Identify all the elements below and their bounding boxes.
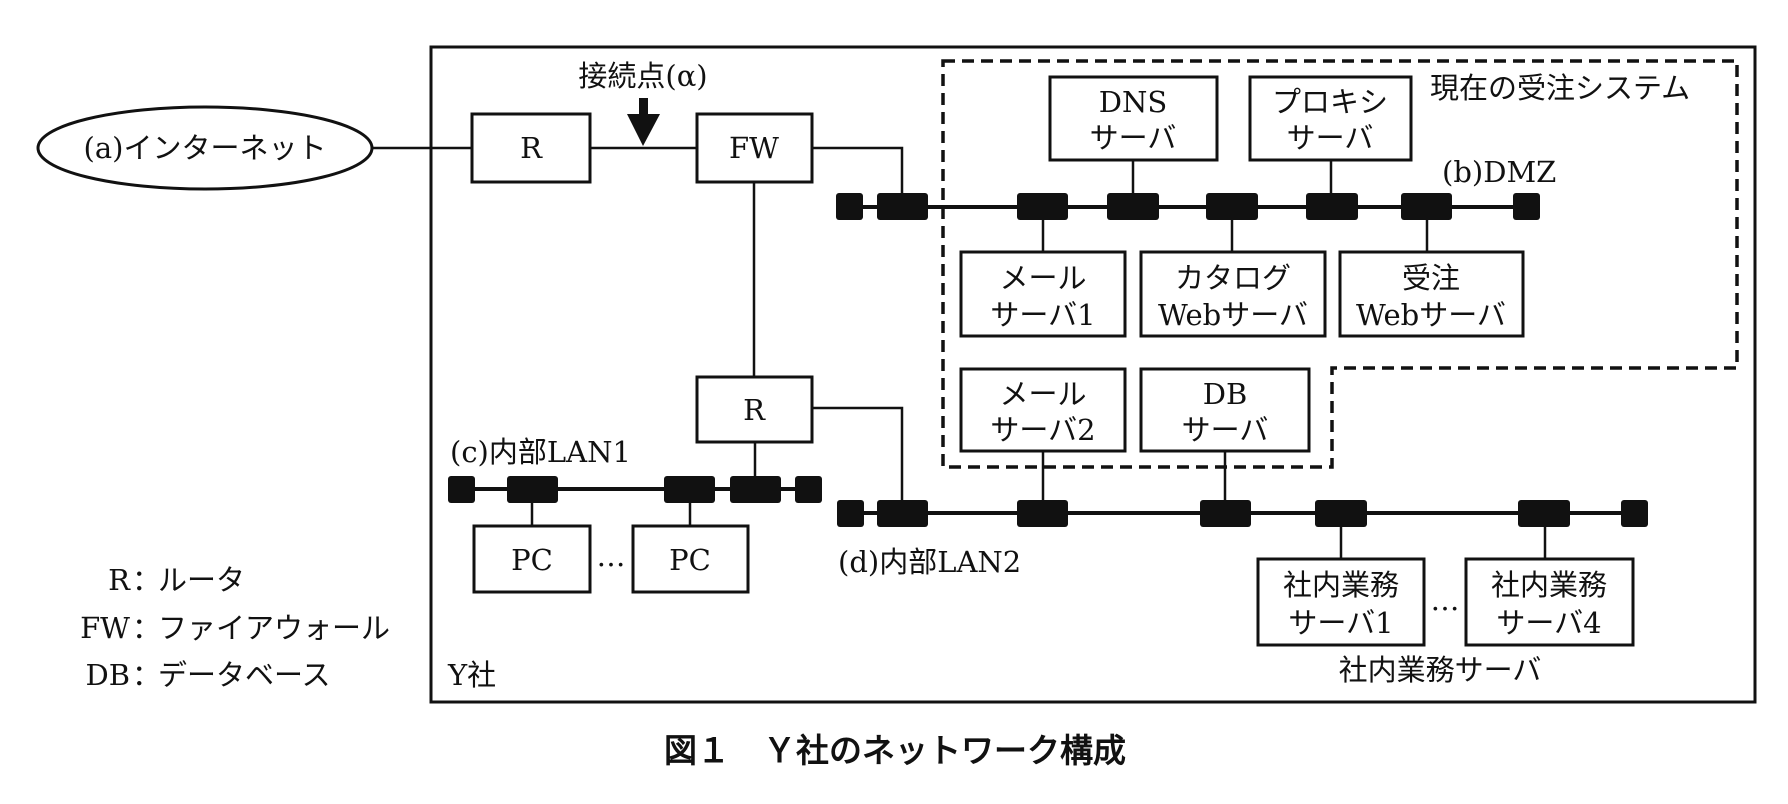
router-top [470,112,592,184]
mail-server-2-line2: サーバ2 [990,413,1095,447]
business-servers-group-label: 社内業務サーバ [1339,653,1542,687]
legend-abbr-fw: FW [80,611,130,645]
legend-sep-db: ： [132,658,161,692]
company-frame [429,45,1757,704]
firewall [695,112,814,184]
catalog-web-server-line1: カタログ [1175,261,1291,295]
order-web-server [1338,250,1525,338]
mail-server-1-line1: メール [999,261,1086,295]
mail-server-1 [959,250,1127,338]
dmz-port-catalog [1206,193,1258,220]
current-order-system-label: 現在の受注システム [1430,71,1690,105]
dmz-label: (b)DMZ [1442,155,1556,189]
catalog-web-server-line2: Webサーバ [1158,298,1308,332]
internet-label: (a)インターネット [84,131,327,165]
router-top-label: R [520,131,543,165]
legend-sep-r: ： [132,563,161,597]
lan1-terminator-right [795,476,822,503]
business-server-4-line2: サーバ4 [1496,606,1601,640]
mail-server-2-line1: メール [999,377,1086,411]
firewall-to-dmz-link [812,146,904,193]
dns-server-line1: DNS [1099,85,1168,119]
dns-server [1048,75,1219,162]
dmz-port-proxy [1306,193,1358,220]
dmz-port-order-web [1401,193,1452,220]
business-server-1 [1256,557,1426,647]
lan2-port-mail2 [1017,500,1068,527]
pc-2-label: PC [669,543,711,577]
legend-meaning-fw: ファイアウォール [158,611,390,645]
lan1-port-pc2 [664,476,715,503]
pc-1 [472,524,592,594]
proxy-server [1248,75,1413,162]
business-server-1-line2: サーバ1 [1288,606,1393,640]
legend-sep-fw: ： [132,611,161,645]
legend-meaning-r: ルータ [158,563,245,597]
router-internal-label: R [743,393,766,427]
lan1-terminator-left [448,476,475,503]
pc-1-label: PC [511,543,553,577]
db-server-line2: サーバ [1182,413,1269,447]
dmz-port-dns [1107,193,1159,220]
legend-abbr-db: DB [85,658,130,692]
legend-abbr-r: R [108,563,131,597]
lan2-terminator-left [837,500,864,527]
dmz-port-mail1 [1017,193,1068,220]
arrow-shaft [639,98,648,116]
router-internal [695,375,814,444]
order-web-server-line2: Webサーバ [1356,298,1506,332]
business-server-1-line1: 社内業務 [1283,568,1399,602]
figure-caption: 図１ Ｙ社のネットワーク構成 [664,731,1126,770]
pc-2 [631,524,750,594]
business-ellipsis: … [1431,583,1460,617]
lan1-label: (c)内部LAN1 [450,435,631,469]
lan2-port-business4 [1518,500,1570,527]
db-server [1139,367,1311,453]
catalog-web-server [1139,250,1327,338]
lan2-port-db [1200,500,1251,527]
mail-server-2 [959,367,1127,453]
lan2-port-router [877,500,928,527]
order-web-server-line1: 受注 [1402,261,1460,295]
legend-meaning-db: データベース [158,658,331,692]
proxy-server-line2: サーバ [1287,121,1374,155]
db-server-line1: DB [1203,377,1248,411]
dns-server-line2: サーバ [1090,121,1177,155]
business-server-4 [1464,557,1635,647]
lan1-port-router [730,476,781,503]
business-server-4-line1: 社内業務 [1491,568,1607,602]
pc-ellipsis: … [597,539,626,573]
current-order-system-boundary [941,59,1739,469]
mail-server-1-line2: サーバ1 [990,298,1095,332]
connection-point-label: 接続点(α) [578,59,707,93]
proxy-server-line1: プロキシ [1272,85,1388,119]
dmz-terminator-right [1513,193,1540,220]
dmz-terminator-left [836,193,863,220]
firewall-label: FW [729,131,779,165]
lan2-terminator-right [1621,500,1648,527]
lan2-label: (d)内部LAN2 [838,545,1021,579]
down-arrow-icon [627,114,660,146]
lan2-port-business1 [1315,500,1367,527]
lan1-port-pc1 [507,476,558,503]
dmz-port-firewall [877,193,928,220]
router-to-lan2-link [812,406,904,500]
company-label: Y社 [447,658,496,692]
legend: R ： ルータ FW ： ファイアウォール DB ： データベース [80,563,390,692]
